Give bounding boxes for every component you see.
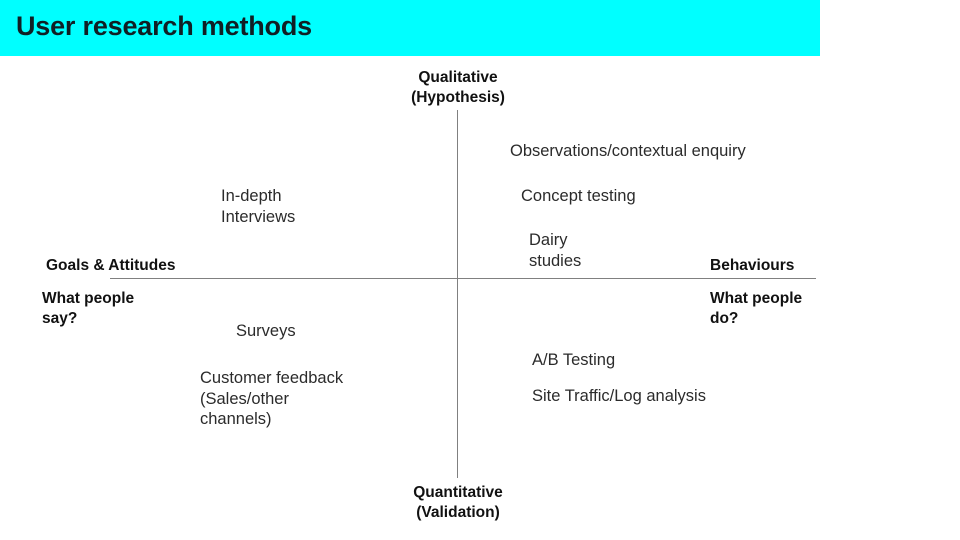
method-item-ab-testing: A/B Testing [532, 351, 616, 369]
axis-sublabel-what-people-say: What people say? [42, 290, 135, 327]
method-item-dairy-studies: Dairy studies [529, 231, 582, 270]
axis-sublabel-what-people-do: What people do? [710, 290, 803, 327]
method-item-indepth-interviews: In-depth Interviews [221, 187, 296, 226]
method-item-surveys: Surveys [236, 322, 296, 340]
axis-label-goals-attitudes: Goals & Attitudes [46, 257, 176, 274]
axis-label-qualitative: Qualitative (Hypothesis) [411, 69, 505, 106]
method-item-customer-feedback: Customer feedback (Sales/other channels) [200, 369, 344, 428]
axis-label-behaviours: Behaviours [710, 257, 795, 274]
axis-label-quantitative: Quantitative (Validation) [413, 484, 503, 521]
vertical-axis-line [457, 110, 458, 478]
page-title: User research methods [16, 11, 312, 41]
title-banner [0, 0, 820, 56]
method-item-observations: Observations/contextual enquiry [510, 142, 746, 160]
horizontal-axis-line [110, 278, 816, 279]
method-item-site-traffic: Site Traffic/Log analysis [532, 387, 706, 405]
method-item-concept-testing: Concept testing [521, 187, 636, 205]
